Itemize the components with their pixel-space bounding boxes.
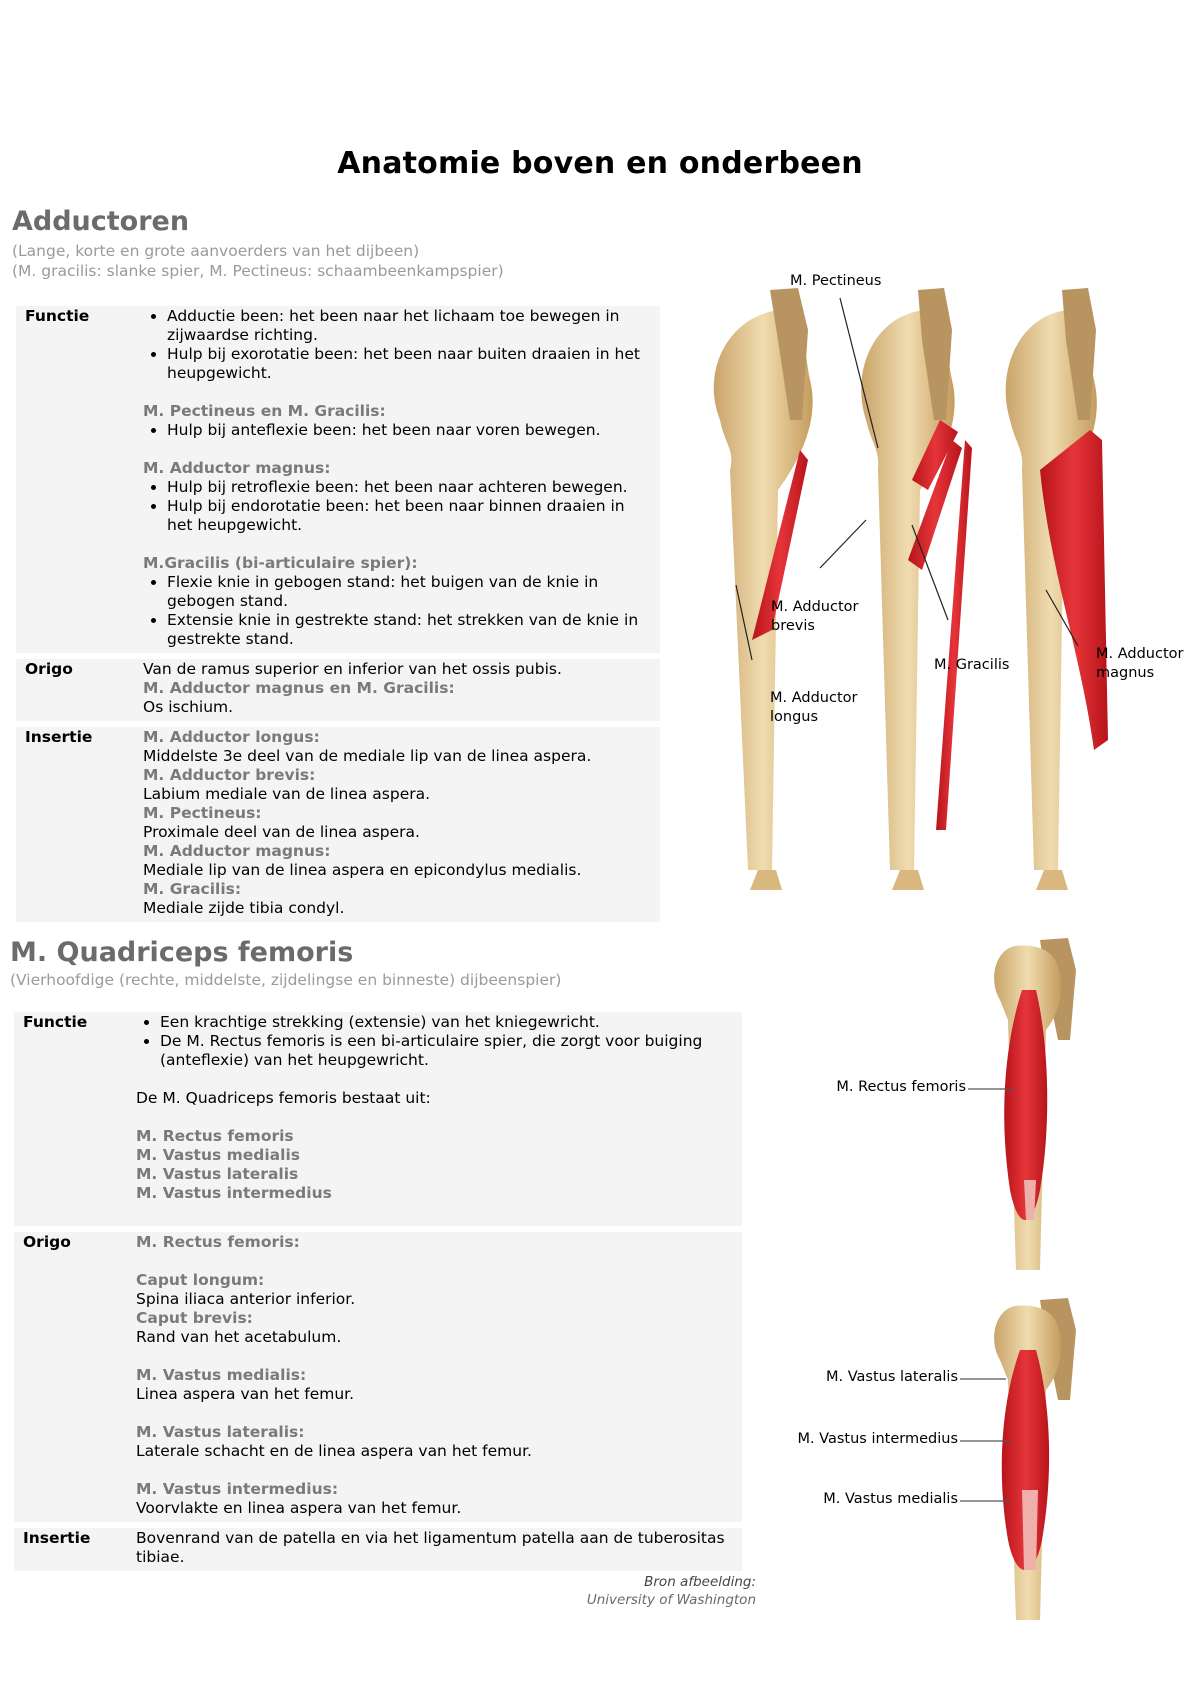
label-line: M. Adductor	[770, 690, 858, 706]
quadriceps-table: Functie Een krachtige strekking (extensi…	[14, 1006, 742, 1577]
subheading: M.Gracilis (bi-articulaire spier):	[143, 554, 418, 572]
subheading: M. Pectineus en M. Gracilis:	[143, 402, 386, 420]
list-item: Hulp bij retroflexie been: het been naar…	[167, 478, 652, 497]
text-line: De M. Quadriceps femoris bestaat uit:	[136, 1089, 431, 1107]
image-credit: Bron afbeelding: University of Washingto…	[560, 1573, 756, 1609]
text-line: Mediale lip van de linea aspera en epico…	[143, 861, 582, 879]
part-item: M. Vastus intermedius	[136, 1184, 332, 1202]
subheading: M. Adductor brevis:	[143, 766, 316, 784]
leader-lines	[735, 297, 1079, 661]
credit-line-1: Bron afbeelding:	[644, 1574, 756, 1590]
subheading: M. Gracilis:	[143, 880, 242, 898]
list-item: Hulp bij endorotatie been: het been naar…	[167, 497, 652, 535]
text-line: Mediale zijde tibia condyl.	[143, 899, 345, 917]
subheading: M. Adductor longus:	[143, 728, 320, 746]
list-item: De M. Rectus femoris is een bi-articulai…	[160, 1032, 734, 1070]
text-line: Middelste 3e deel van de mediale lip van…	[143, 747, 592, 765]
row-label: Insertie	[14, 1528, 128, 1571]
adductoren-subtitle: (Lange, korte en grote aanvoerders van h…	[12, 241, 504, 281]
row-content: M. Adductor longus: Middelste 3e deel va…	[135, 727, 660, 922]
subheading: M. Adductor magnus en M. Gracilis:	[143, 679, 455, 697]
quadriceps-title: M. Quadriceps femoris	[10, 937, 354, 968]
row-label: Insertie	[16, 727, 135, 922]
label-pectineus: M. Pectineus	[790, 273, 882, 289]
label-line: M. Adductor	[771, 599, 859, 615]
subheading: Caput brevis:	[136, 1309, 253, 1327]
subheading: M. Adductor magnus:	[143, 459, 331, 477]
list-item: Hulp bij exorotatie been: het been naar …	[167, 345, 652, 383]
row-label: Functie	[16, 306, 135, 653]
adductoren-subtitle-2: (M. gracilis: slanke spier, M. Pectineus…	[12, 262, 504, 280]
label-adductor-magnus: M. Adductor magnus	[1096, 645, 1183, 683]
text-line: Linea aspera van het femur.	[136, 1385, 355, 1403]
leg-adductor-brevis-pectineus-gracilis	[861, 288, 972, 890]
label-line: longus	[770, 709, 819, 725]
label-line: magnus	[1096, 665, 1155, 681]
row-label: Functie	[14, 1012, 128, 1226]
list-item: Extensie knie in gestrekte stand: het st…	[167, 611, 652, 649]
text-line: Proximale deel van de linea aspera.	[143, 823, 420, 841]
subheading: M. Adductor magnus:	[143, 842, 331, 860]
adductoren-origo-row: Origo Van de ramus superior en inferior …	[16, 659, 660, 721]
subheading: M. Vastus medialis:	[136, 1366, 307, 1384]
label-line: M. Adductor	[1096, 646, 1184, 662]
list-item: Flexie knie in gebogen stand: het buigen…	[167, 573, 652, 611]
quadriceps-subtitle: (Vierhoofdige (rechte, middelste, zijdel…	[10, 970, 561, 990]
leg-adductor-longus	[713, 288, 813, 890]
quadriceps-functie-row: Functie Een krachtige strekking (extensi…	[14, 1012, 742, 1226]
page-title: Anatomie boven en onderbeen	[337, 146, 863, 181]
part-item: M. Rectus femoris	[136, 1127, 294, 1145]
quadriceps-origo-row: Origo M. Rectus femoris: Caput longum: S…	[14, 1232, 742, 1522]
subheading: M. Pectineus:	[143, 804, 262, 822]
row-content: Van de ramus superior en inferior van he…	[135, 659, 660, 721]
text-line: Voorvlakte en linea aspera van het femur…	[136, 1499, 462, 1517]
text-line: Spina iliaca anterior inferior.	[136, 1290, 356, 1308]
credit-line-2: University of Washington	[586, 1592, 756, 1608]
part-item: M. Vastus medialis	[136, 1146, 300, 1164]
leg-vasti	[994, 1298, 1076, 1620]
subheading: M. Vastus lateralis:	[136, 1423, 305, 1441]
label-vastus-lateralis: M. Vastus lateralis	[826, 1369, 958, 1385]
row-content: Een krachtige strekking (extensie) van h…	[128, 1012, 742, 1226]
adductoren-illustration	[713, 288, 1108, 890]
row-label: Origo	[16, 659, 135, 721]
label-gracilis: M. Gracilis	[934, 657, 1010, 673]
text-line: Os ischium.	[143, 698, 234, 716]
quadriceps-insertie-row: Insertie Bovenrand van de patella en via…	[14, 1528, 742, 1571]
label-adductor-longus: M. Adductor longus	[770, 689, 857, 727]
adductoren-title: Adductoren	[12, 206, 190, 237]
adductoren-insertie-row: Insertie M. Adductor longus: Middelste 3…	[16, 727, 660, 922]
list-item: Een krachtige strekking (extensie) van h…	[160, 1013, 734, 1032]
row-content: Bovenrand van de patella en via het liga…	[128, 1528, 742, 1571]
adductoren-functie-row: Functie Adductie been: het been naar het…	[16, 306, 660, 653]
quadriceps-leader-lines	[960, 1088, 1014, 1502]
row-content: Adductie been: het been naar het lichaam…	[135, 306, 660, 653]
leg-rectus-femoris	[994, 938, 1076, 1270]
quadriceps-illustration	[960, 938, 1076, 1620]
row-content: M. Rectus femoris: Caput longum: Spina i…	[128, 1232, 742, 1522]
row-label: Origo	[14, 1232, 128, 1522]
subheading: M. Vastus intermedius:	[136, 1480, 339, 1498]
subheading: Caput longum:	[136, 1271, 265, 1289]
list-item: Adductie been: het been naar het lichaam…	[167, 307, 652, 345]
text-line: Rand van het acetabulum.	[136, 1328, 342, 1346]
label-vastus-intermedius: M. Vastus intermedius	[797, 1431, 958, 1447]
text-line: Bovenrand van de patella en via het liga…	[136, 1529, 725, 1566]
quadriceps-subtitle-line: (Vierhoofdige (rechte, middelste, zijdel…	[10, 971, 562, 989]
leg-adductor-magnus	[1005, 288, 1108, 890]
adductoren-subtitle-1: (Lange, korte en grote aanvoerders van h…	[12, 242, 420, 260]
list-item: Hulp bij anteflexie been: het been naar …	[167, 421, 652, 440]
text-line: Van de ramus superior en inferior van he…	[143, 660, 562, 678]
label-adductor-brevis: M. Adductor brevis	[771, 598, 858, 636]
part-item: M. Vastus lateralis	[136, 1165, 299, 1183]
text-line: Laterale schacht en de linea aspera van …	[136, 1442, 532, 1460]
adductoren-table: Functie Adductie been: het been naar het…	[16, 300, 660, 928]
subheading: M. Rectus femoris:	[136, 1233, 300, 1251]
text-line: Labium mediale van de linea aspera.	[143, 785, 431, 803]
label-line: brevis	[771, 618, 815, 634]
label-rectus-femoris: M. Rectus femoris	[836, 1079, 966, 1095]
label-vastus-medialis: M. Vastus medialis	[823, 1491, 958, 1507]
